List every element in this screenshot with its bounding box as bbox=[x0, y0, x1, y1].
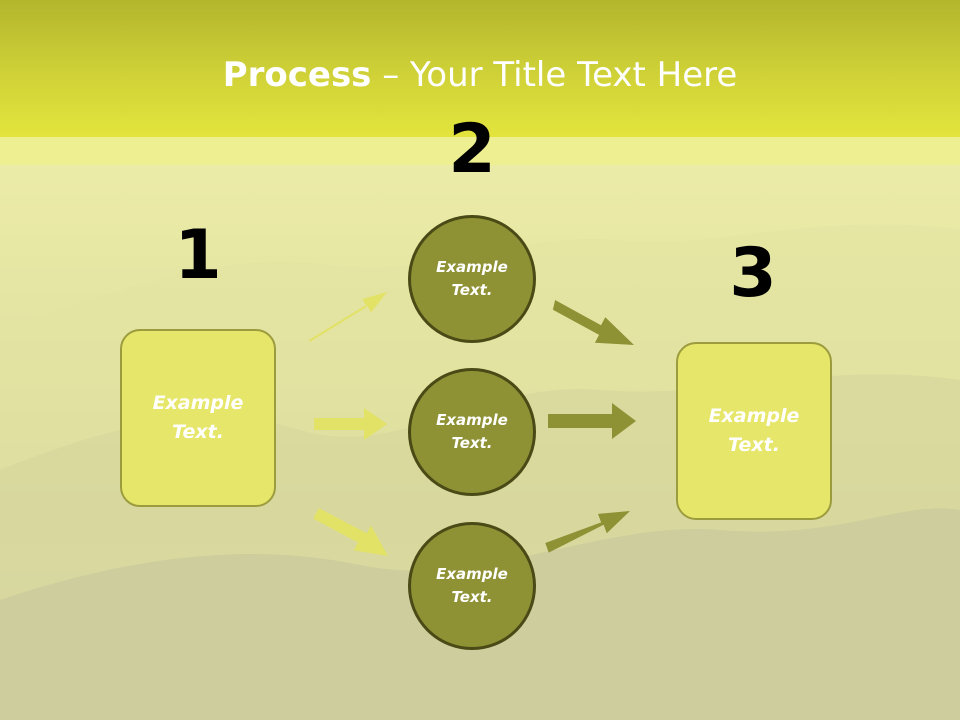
circle-middle-line2: Text. bbox=[451, 434, 493, 452]
step-number-2: 2 bbox=[448, 110, 496, 189]
circle-bottom-text: Example Text. bbox=[436, 563, 508, 609]
arrow-right-down bbox=[545, 511, 630, 553]
circle-top-text: Example Text. bbox=[436, 256, 508, 302]
title-bold: Process bbox=[222, 55, 372, 95]
circle-middle-text: Example Text. bbox=[436, 409, 508, 455]
right-box[interactable]: Example Text. bbox=[676, 342, 832, 520]
arrow-left-down bbox=[313, 508, 388, 556]
step-number-1: 1 bbox=[174, 216, 222, 295]
left-box-text: Example Text. bbox=[153, 389, 244, 447]
circle-bottom-line2: Text. bbox=[451, 588, 493, 606]
arrow-left-up bbox=[309, 292, 387, 342]
circle-middle[interactable]: Example Text. bbox=[408, 368, 536, 496]
circle-bottom[interactable]: Example Text. bbox=[408, 522, 536, 650]
circle-top[interactable]: Example Text. bbox=[408, 215, 536, 343]
slide-title: Process – Your Title Text Here bbox=[0, 52, 960, 98]
step-number-3: 3 bbox=[729, 234, 777, 313]
title-underband bbox=[0, 137, 960, 165]
right-box-text: Example Text. bbox=[709, 402, 800, 460]
title-bar bbox=[0, 0, 960, 137]
circle-top-line1: Example bbox=[436, 258, 508, 276]
arrow-right-up bbox=[552, 300, 634, 345]
left-box-line1: Example bbox=[152, 392, 244, 414]
circle-bottom-line1: Example bbox=[436, 565, 508, 583]
left-box[interactable]: Example Text. bbox=[120, 329, 276, 507]
circle-middle-line1: Example bbox=[436, 411, 508, 429]
circle-top-line2: Text. bbox=[451, 281, 493, 299]
left-box-line2: Text. bbox=[172, 421, 224, 443]
arrow-left-middle bbox=[314, 408, 387, 440]
arrow-right-middle bbox=[548, 403, 636, 439]
right-box-line1: Example bbox=[708, 405, 800, 427]
title-rest: – Your Title Text Here bbox=[371, 55, 738, 95]
right-box-line2: Text. bbox=[728, 434, 780, 456]
